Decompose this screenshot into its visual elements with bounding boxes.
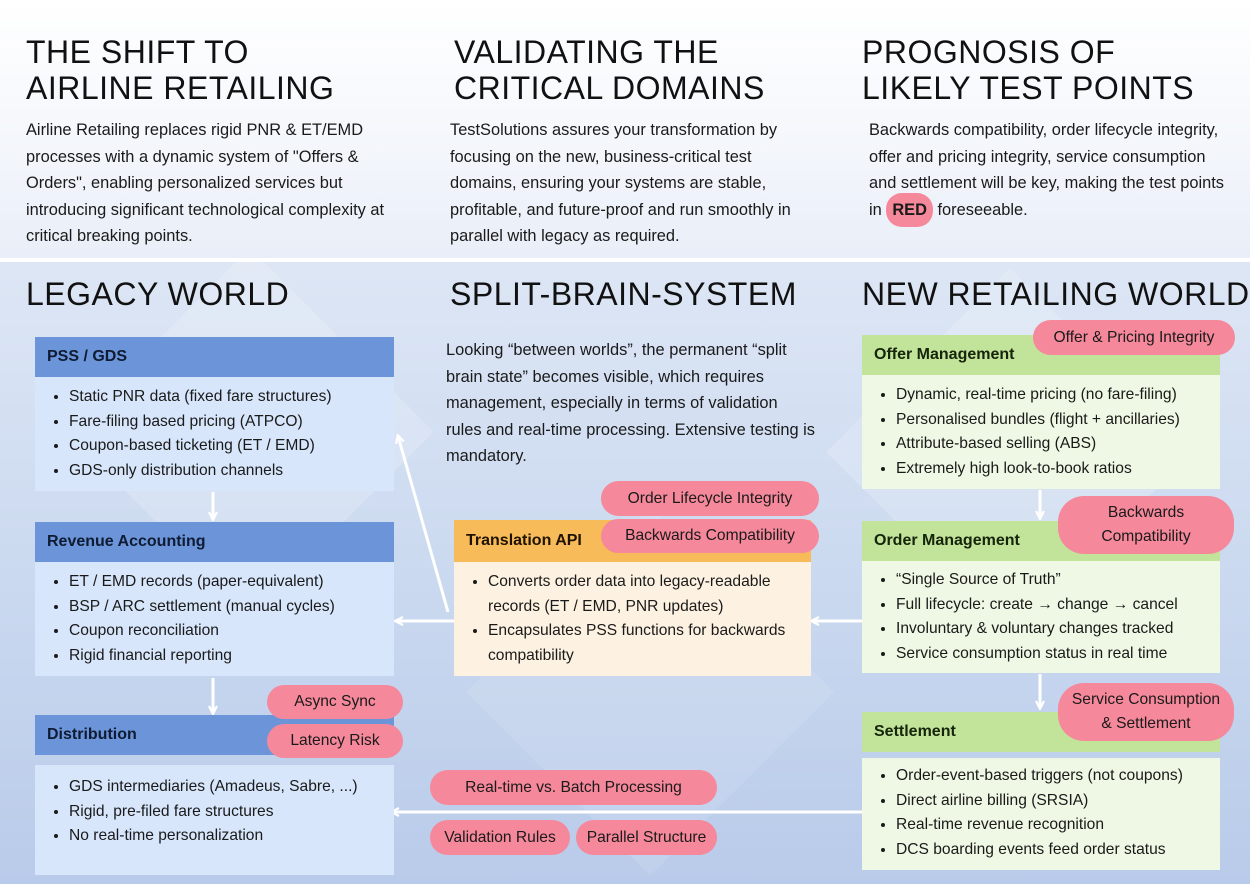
box-title: Revenue Accounting [35,522,394,562]
text-validating: TestSolutions assures your transformatio… [450,121,791,245]
pill-parallel-structure: Parallel Structure [576,820,717,855]
list-item: Converts order data into legacy-readable… [488,570,801,619]
divider [0,258,1250,262]
section-legacy: LEGACY WORLD [26,276,290,312]
pill-backwards-compatibility-api: Backwards Compatibility [601,519,819,553]
pill-validation-rules: Validation Rules [430,820,570,855]
box-settlement: Settlement Order-event-based triggers (n… [862,712,1220,870]
list-item: No real-time personalization [69,824,384,849]
section-split: SPLIT-BRAIN-SYSTEM [450,276,797,312]
list-item: Direct airline billing (SRSIA) [896,789,1210,814]
box-body: Dynamic, real-time pricing (no fare-fili… [862,375,1220,489]
list-item: BSP / ARC settlement (manual cycles) [69,595,384,620]
list-item: Fare-filing based pricing (ATPCO) [69,410,384,435]
box-body: Order-event-based triggers (not coupons)… [862,758,1220,870]
list-item: Personalised bundles (flight + ancillari… [896,408,1210,433]
list-item: Real-time revenue recognition [896,813,1210,838]
list-item: GDS-only distribution channels [69,459,384,484]
arrow-api-to-pss [398,436,450,613]
text-prognosis-main: Backwards compatibility, order lifecycle… [869,121,1225,219]
pill-realtime-batch-processing: Real-time vs. Batch Processing [430,770,717,805]
header-shift: THE SHIFT TO AIRLINE RETAILING [26,34,335,106]
box-distribution: Distribution GDS intermediaries (Amadeus… [35,715,394,875]
box-title: PSS / GDS [35,337,394,377]
list-item: GDS intermediaries (Amadeus, Sabre, ...) [69,775,384,800]
list-item: Rigid, pre-filed fare structures [69,800,384,825]
list-item: Coupon-based ticketing (ET / EMD) [69,434,384,459]
list-item: Encapsulates PSS functions for backwards… [488,619,801,668]
section-new: NEW RETAILING WORLD [862,276,1250,312]
text-prognosis-end: foreseeable. [937,200,1028,219]
list-item: Involuntary & voluntary changes tracked [896,617,1210,642]
box-translation-api: Translation API Converts order data into… [454,520,811,676]
text-shift: Airline Retailing replaces rigid PNR & E… [26,121,385,245]
box-body: GDS intermediaries (Amadeus, Sabre, ...)… [35,765,394,875]
box-body: “Single Source of Truth” Full lifecycle:… [862,561,1220,673]
list-item: Attribute-based selling (ABS) [896,432,1210,457]
pill-order-lifecycle-integrity: Order Lifecycle Integrity [601,481,819,516]
list-item: Dynamic, real-time pricing (no fare-fili… [896,383,1210,408]
box-offer-management: Offer Management Dynamic, real-time pric… [862,335,1220,489]
list-item: Full lifecycle: create → change → cancel [896,593,1210,618]
top-panel [0,0,1250,258]
header-prognosis: PROGNOSIS OF LIKELY TEST POINTS [862,34,1195,106]
list-item: Extremely high look-to-book ratios [896,457,1210,482]
header-validating: VALIDATING THE CRITICAL DOMAINS [454,34,765,106]
red-highlight: RED [886,192,933,227]
list-item: ET / EMD records (paper-equivalent) [69,570,384,595]
list-item: Static PNR data (fixed fare structures) [69,385,384,410]
box-body: Static PNR data (fixed fare structures) … [35,377,394,491]
list-item: Coupon reconciliation [69,619,384,644]
list-item: DCS boarding events feed order status [896,838,1210,863]
list-item: Service consumption status in real time [896,642,1210,667]
pill-backwards-compatibility-order: Backwards Compatibility [1058,496,1234,554]
pill-latency-risk: Latency Risk [267,724,403,758]
box-order-management: Order Management “Single Source of Truth… [862,521,1220,673]
pill-async-sync: Async Sync [267,685,403,719]
pill-service-consumption-settlement: Service Consumption & Settlement [1058,683,1234,741]
box-pss-gds: PSS / GDS Static PNR data (fixed fare st… [35,337,394,491]
list-item: “Single Source of Truth” [896,568,1210,593]
list-item: Order-event-based triggers (not coupons) [896,764,1210,789]
text-prognosis: Backwards compatibility, order lifecycle… [869,117,1229,227]
list-item: Rigid financial reporting [69,644,384,669]
box-body: Converts order data into legacy-readable… [454,562,811,676]
box-body: ET / EMD records (paper-equivalent) BSP … [35,562,394,676]
pill-offer-pricing-integrity: Offer & Pricing Integrity [1033,320,1235,355]
box-revenue-accounting: Revenue Accounting ET / EMD records (pap… [35,522,394,676]
split-description: Looking “between worlds”, the permanent … [446,341,815,465]
